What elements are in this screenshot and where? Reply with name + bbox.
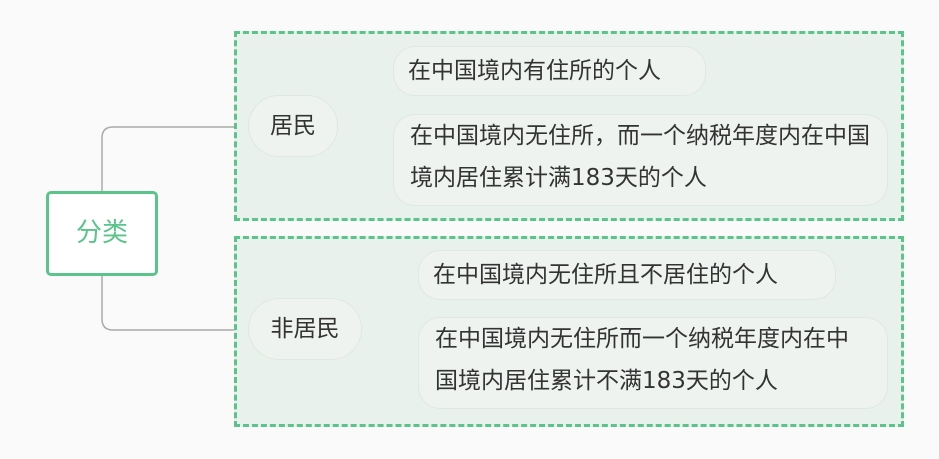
category-nonresident: 非居民 [248, 298, 362, 360]
resident-item-1: 在中国境内有住所的个人 [393, 46, 706, 96]
nonresident-item-2: 在中国境内无住所而一个纳税年度内在中国境内居住累计不满183天的个人 [418, 317, 888, 409]
category-resident: 居民 [248, 95, 338, 157]
root-node: 分类 [46, 191, 158, 276]
nonresident-item-1: 在中国境内无住所且不居住的个人 [418, 250, 836, 300]
resident-item-2: 在中国境内无住所，而一个纳税年度内在中国境内居住累计满183天的个人 [393, 114, 888, 206]
